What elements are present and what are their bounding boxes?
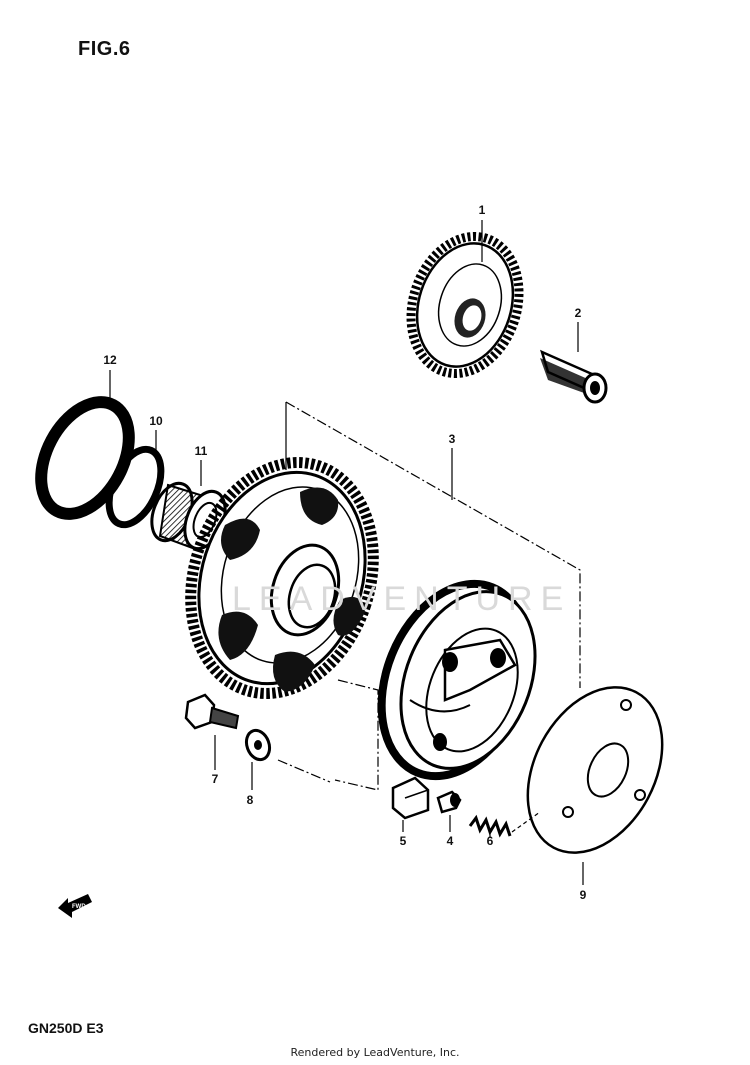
callout-11[interactable]: 11 [194, 444, 208, 458]
forward-arrow-label: FWD [72, 904, 86, 910]
callout-4[interactable]: 4 [446, 834, 454, 848]
callout-9[interactable]: 9 [579, 888, 587, 902]
callout-5[interactable]: 5 [399, 834, 407, 848]
model-code: GN250D E3 [28, 1020, 104, 1036]
part-2-shaft[interactable] [540, 349, 608, 404]
part-3-starter-clutch-gear[interactable] [162, 439, 402, 718]
part-5-roller[interactable] [391, 776, 430, 820]
callout-3[interactable]: 3 [448, 432, 456, 446]
part-9-plate[interactable] [501, 664, 690, 876]
footer-credit: Rendered by LeadVenture, Inc. [290, 1046, 460, 1059]
callout-2[interactable]: 2 [574, 306, 582, 320]
callout-8[interactable]: 8 [246, 793, 254, 807]
part-8-washer[interactable] [243, 727, 274, 763]
part-3-clutch-housing[interactable] [354, 562, 559, 798]
watermark-text: LEADVENTURE [232, 580, 572, 618]
part-1-gear[interactable] [394, 222, 536, 387]
forward-arrow-icon: FWD [58, 894, 92, 918]
callout-6[interactable]: 6 [486, 834, 494, 848]
callout-1[interactable]: 1 [478, 203, 486, 217]
callout-7[interactable]: 7 [211, 772, 219, 786]
part-7-bolt[interactable] [184, 693, 240, 730]
leader-lines [109, 220, 584, 885]
figure-title: FIG.6 [78, 38, 131, 60]
part-4-plunger[interactable] [436, 790, 462, 814]
callout-12[interactable]: 12 [103, 353, 117, 367]
callout-10[interactable]: 10 [149, 414, 163, 428]
part-10-washer[interactable] [99, 442, 172, 533]
